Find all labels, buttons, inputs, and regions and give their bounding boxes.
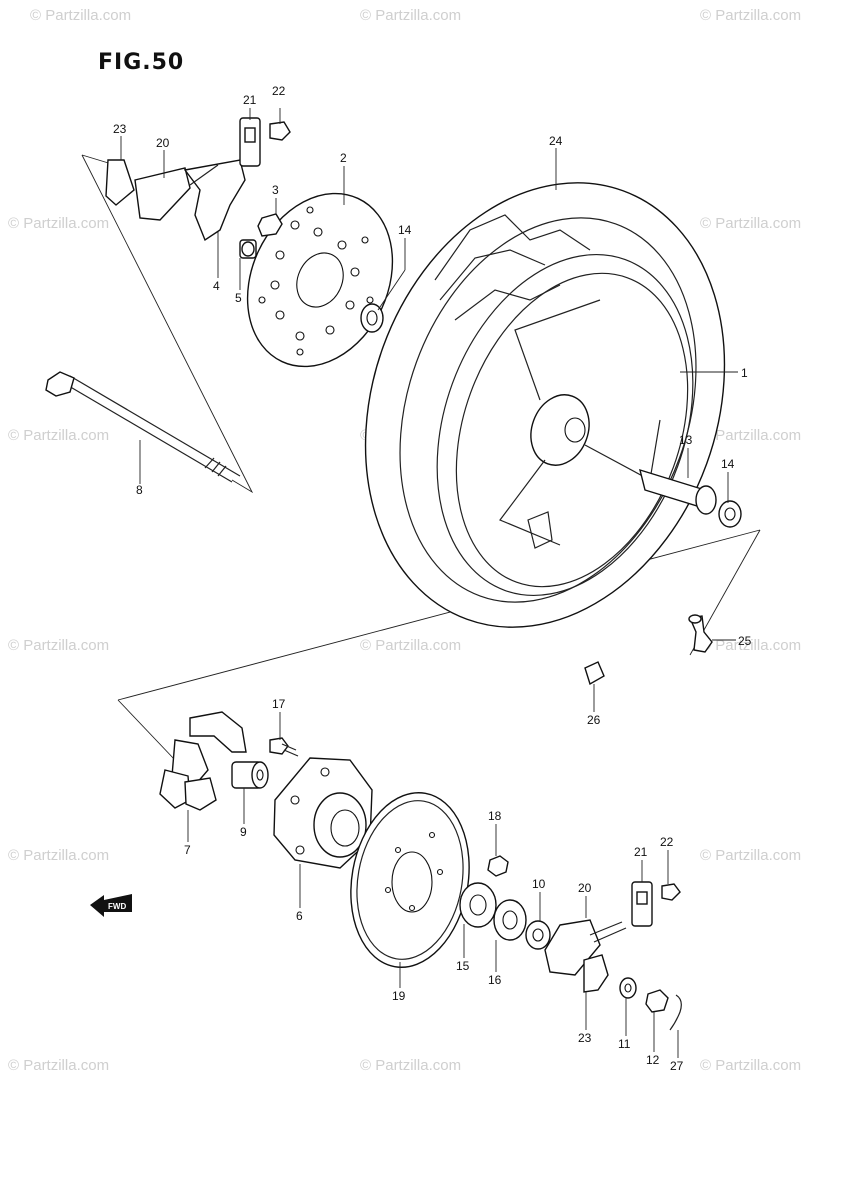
sprocket-mount-bolt: [269, 737, 299, 757]
callout-18: 17: [272, 697, 286, 711]
watermark-text: © Partzilla.com: [700, 215, 801, 232]
callout-23: 23: [113, 122, 127, 136]
disc-bolt-set: [239, 213, 283, 259]
callout-10: 10: [532, 877, 546, 891]
callout-25: 25: [738, 634, 752, 648]
callout-22-lower: 22: [660, 835, 674, 849]
brake-disc: [246, 192, 394, 368]
hub-collar: [231, 761, 269, 789]
forward-direction-badge: FWD: [90, 894, 132, 917]
left-chain-adjuster: [105, 117, 291, 242]
watermark-text: © Partzilla.com: [8, 637, 109, 654]
callout-23-lower: 23: [578, 1031, 592, 1045]
callout-27: 27: [670, 1059, 684, 1073]
figure-title: FIG.50: [98, 50, 185, 75]
watermark-text: © Partzilla.com: [8, 847, 109, 864]
callout-19: 18: [488, 809, 502, 823]
watermark-text: © Partzilla.com: [8, 1057, 109, 1074]
callout-12: 12: [646, 1053, 660, 1067]
watermark-text: © Partzilla.com: [700, 637, 801, 654]
right-chain-adjuster: [544, 881, 682, 1031]
callout-1: 1: [741, 366, 748, 380]
watermark-text: © Partzilla.com: [700, 7, 801, 24]
callout-labels: 22 21 23 20 2 3 14 4 5 24 1 13 14 8 25 2…: [113, 84, 752, 1073]
callout-20-lower: 20: [578, 881, 592, 895]
watermark-text: © Partzilla.com: [8, 427, 109, 444]
spacer-upper: [360, 303, 384, 333]
callout-17: 19: [392, 989, 406, 1003]
callout-22: 22: [272, 84, 286, 98]
watermark-text: © Partzilla.com: [8, 215, 109, 232]
cush-drive-rubbers: [159, 711, 247, 811]
hub-bearing-set: [459, 882, 551, 950]
callout-21-lower: 21: [634, 845, 648, 859]
tire-valve: [584, 614, 713, 686]
callout-14-lower: 14: [721, 457, 735, 471]
sprocket-nut: [487, 855, 509, 877]
wheel-sleeve: [639, 468, 742, 528]
watermark-text: © Partzilla.com: [360, 7, 461, 24]
callout-14-upper: 14: [398, 223, 412, 237]
callout-5: 5: [235, 291, 242, 305]
watermark-text: © Partzilla.com: [700, 847, 801, 864]
callout-13: 13: [679, 433, 693, 447]
callout-26: 26: [587, 713, 601, 727]
callout-3: 3: [272, 183, 279, 197]
watermark-text: © Partzilla.com: [360, 1057, 461, 1074]
callout-16: 16: [488, 973, 502, 987]
callout-9: 9: [240, 825, 247, 839]
callout-15: 15: [456, 959, 470, 973]
watermark-text: © Partzilla.com: [30, 7, 131, 24]
leader-lines: [120, 108, 738, 1058]
watermark-text: © Partzilla.com: [700, 1057, 801, 1074]
callout-2: 2: [340, 151, 347, 165]
callout-24: 24: [549, 134, 563, 148]
watermark-text: © Partzilla.com: [700, 427, 801, 444]
callout-21: 21: [243, 93, 257, 107]
callout-8: 8: [136, 483, 143, 497]
fwd-label: FWD: [108, 902, 126, 911]
sprocket-mounting-drum: [273, 757, 373, 869]
rear-axle: [45, 371, 241, 483]
callout-11: 11: [618, 1037, 631, 1051]
callout-4: 4: [213, 279, 220, 293]
callout-20: 20: [156, 136, 170, 150]
assembly-outline-lines: [81, 154, 761, 761]
rear-sprocket: [350, 792, 470, 968]
watermark-text: © Partzilla.com: [360, 637, 461, 654]
callout-7: 7: [184, 843, 191, 857]
callout-6: 6: [296, 909, 303, 923]
